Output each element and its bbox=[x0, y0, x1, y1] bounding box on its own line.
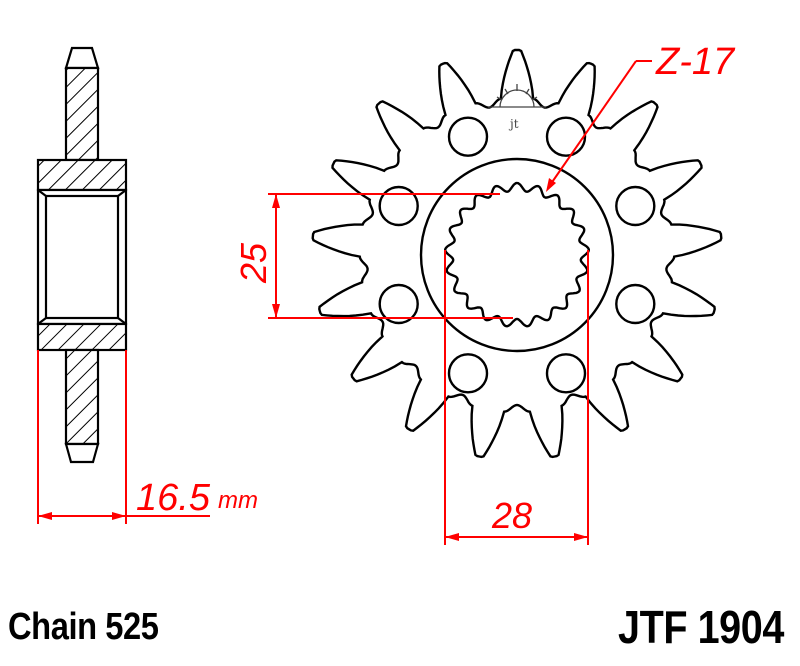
spline-outer-value: 28 bbox=[491, 495, 532, 536]
width-value: 16.5 bbox=[136, 477, 211, 519]
bolt-hole bbox=[545, 353, 587, 394]
top-hub-tip bbox=[64, 46, 100, 70]
side-section-view bbox=[36, 46, 128, 464]
teeth-leader bbox=[546, 60, 652, 192]
sprocket-front-view bbox=[311, 48, 723, 459]
bolt-hole bbox=[447, 353, 489, 394]
bolt-hole bbox=[447, 116, 489, 157]
bolt-hole bbox=[378, 283, 419, 325]
svg-text:jt: jt bbox=[508, 117, 519, 131]
spline-outer-dimension bbox=[444, 250, 589, 545]
hub-circle bbox=[419, 157, 615, 353]
bottom-flange bbox=[36, 322, 128, 352]
top-hub-shaft bbox=[64, 66, 100, 162]
bolt-hole bbox=[615, 185, 656, 227]
sprocket-outer-profile bbox=[311, 48, 723, 459]
width-unit: mm bbox=[218, 487, 258, 514]
part-number-label: JTF 1904 bbox=[618, 601, 784, 653]
spline-inner-dimension bbox=[268, 193, 513, 319]
bolt-hole bbox=[378, 185, 419, 227]
top-flange bbox=[36, 158, 128, 192]
chain-size-label: Chain 525 bbox=[8, 606, 159, 648]
bottom-hub-shaft bbox=[64, 348, 100, 446]
bore-inner bbox=[44, 194, 120, 320]
bolt-hole bbox=[615, 283, 656, 325]
spline-profile bbox=[443, 181, 591, 328]
brand-logo-icon: jt bbox=[488, 84, 546, 131]
bottom-hub-tip bbox=[64, 442, 100, 464]
width-dimension bbox=[37, 350, 210, 524]
bolt-hole bbox=[545, 116, 587, 157]
spline-inner-value: 25 bbox=[233, 242, 274, 284]
teeth-count-label: Z-17 bbox=[655, 41, 736, 83]
bolt-holes bbox=[378, 116, 656, 394]
